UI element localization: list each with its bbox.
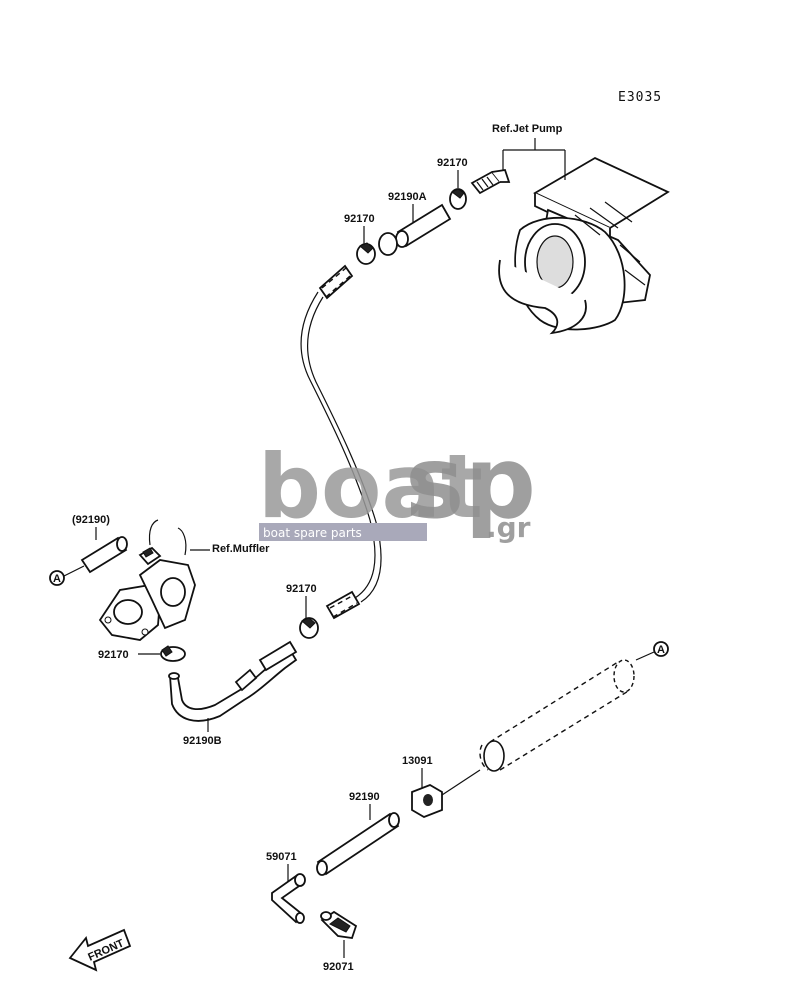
ref-jet-pump-label: Ref.Jet Pump xyxy=(492,123,563,135)
label-92170-left: 92170 xyxy=(98,649,129,661)
hose-92190b xyxy=(168,640,298,722)
clamp-92170-lower xyxy=(299,617,319,639)
flexible-hose-dashed xyxy=(479,659,635,772)
svg-text:sp: sp xyxy=(405,424,536,541)
clamp-92170-left xyxy=(160,645,186,662)
svg-text:boat spare parts: boat spare parts xyxy=(263,526,362,540)
muffler-illustration xyxy=(98,519,196,641)
long-cooling-hose xyxy=(300,264,382,620)
marker-a-right: A xyxy=(635,641,669,661)
hose-nipple-fitting xyxy=(470,168,511,195)
label-92071: 92071 xyxy=(323,961,354,973)
elbow-59071 xyxy=(271,873,306,924)
ref-jet-pump-leader xyxy=(502,138,566,180)
diagram-code: E3035 xyxy=(618,90,662,105)
clamp-92170-mid xyxy=(356,232,398,265)
label-92190-paren: (92190) xyxy=(72,514,110,526)
front-direction-arrow: FRONT xyxy=(68,928,132,972)
hose-92190 xyxy=(316,812,400,876)
label-92170-top: 92170 xyxy=(437,157,468,169)
hose-92190a xyxy=(395,203,452,248)
clamp-92170-top xyxy=(449,188,467,210)
label-92170-lower: 92170 xyxy=(286,583,317,595)
label-92170-mid: 92170 xyxy=(344,213,375,225)
svg-text:A: A xyxy=(657,644,665,656)
svg-text:.gr: .gr xyxy=(486,511,531,544)
hose-92190-short xyxy=(80,536,128,574)
bracket-13091 xyxy=(411,769,481,818)
label-13091: 13091 xyxy=(402,755,433,767)
ref-muffler-label: Ref.Muffler xyxy=(212,543,270,555)
strainer-92071 xyxy=(320,910,358,939)
label-92190b: 92190B xyxy=(183,735,222,747)
svg-text:A: A xyxy=(53,573,61,585)
svg-text:boat: boat xyxy=(258,435,483,538)
watermark: boat boat spare parts sp .gr xyxy=(258,424,536,544)
label-92190: 92190 xyxy=(349,791,380,803)
label-92190a: 92190A xyxy=(388,191,427,203)
marker-a-left: A xyxy=(49,565,85,586)
label-59071: 59071 xyxy=(266,851,297,863)
jet-pump-illustration xyxy=(498,156,670,335)
